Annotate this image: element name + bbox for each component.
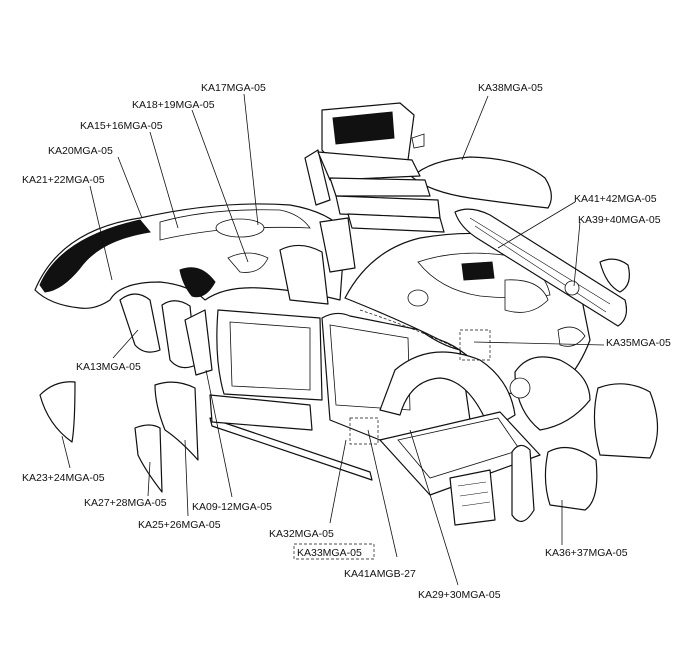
label-ka41amgb: KA41AMGB-27 (344, 568, 416, 580)
label-ka21-22: KA21+22MGA-05 (22, 174, 105, 186)
label-ka18-19: KA18+19MGA-05 (132, 99, 215, 111)
sill-strip (209, 417, 373, 481)
label-ka09-12: KA09-12MGA-05 (192, 501, 272, 513)
label-ka17: KA17MGA-05 (201, 82, 266, 94)
phantom-outline (349, 309, 491, 445)
boot-lid (411, 156, 552, 209)
label-ka39-40: KA39+40MGA-05 (578, 214, 661, 226)
rear-body (344, 232, 591, 399)
label-ka20: KA20MGA-05 (48, 145, 113, 157)
body-panels-drawing (34, 102, 659, 526)
sill-plate (209, 394, 313, 431)
label-ka29-30: KA29+30MGA-05 (418, 589, 501, 601)
label-ka25-26: KA25+26MGA-05 (138, 519, 221, 531)
label-ka15-16: KA15+16MGA-05 (80, 120, 163, 132)
label-ka35: KA35MGA-05 (606, 337, 671, 349)
rear-wing-arch (379, 351, 591, 431)
front-inner-panels (119, 217, 356, 376)
label-ka36-37: KA36+37MGA-05 (545, 547, 628, 559)
bulkhead-brackets (304, 149, 445, 233)
label-ka27-28: KA27+28MGA-05 (84, 497, 167, 509)
ka33-box (293, 543, 375, 560)
part-labels: KA38MGA-05 KA17MGA-05 KA18+19MGA-05 KA15… (22, 82, 671, 601)
label-ka33: KA33MGA-05 (297, 547, 362, 559)
label-ka38: KA38MGA-05 (478, 82, 543, 94)
loose-panels (39, 381, 659, 522)
label-ka32: KA32MGA-05 (269, 528, 334, 540)
rear-strip (454, 208, 630, 327)
label-ka41-42: KA41+42MGA-05 (574, 193, 657, 205)
door-panel (216, 309, 323, 401)
leader-lines (61, 93, 605, 586)
front-wing-section (34, 203, 346, 309)
floor-pan (379, 411, 541, 526)
label-ka13: KA13MGA-05 (76, 361, 141, 373)
label-ka23-24: KA23+24MGA-05 (22, 472, 105, 484)
